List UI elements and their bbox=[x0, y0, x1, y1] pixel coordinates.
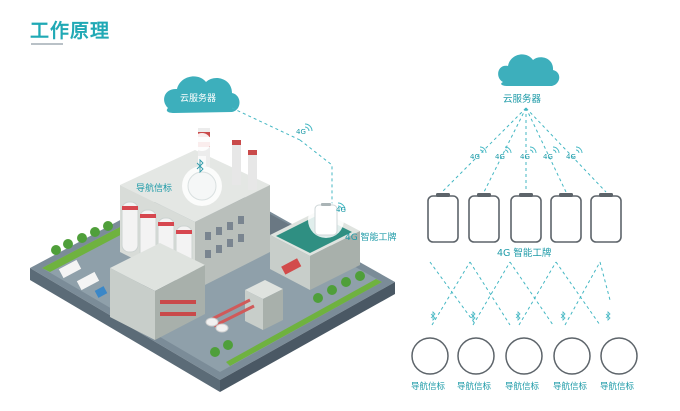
link-4g-label-1: 4G bbox=[470, 153, 480, 161]
left-dashed-link bbox=[231, 107, 333, 205]
link-4g-label-3: 4G bbox=[520, 153, 530, 161]
badges-row bbox=[427, 193, 622, 243]
left-badge-icon bbox=[308, 202, 344, 238]
uplink-lines bbox=[441, 107, 607, 193]
beacon-circle-icon bbox=[457, 337, 495, 375]
link-4g-label-5: 4G bbox=[566, 153, 576, 161]
left-bluetooth-icon bbox=[196, 158, 204, 174]
badge-signal-icon bbox=[337, 202, 346, 211]
beacon-label-1: 导航信标 bbox=[411, 381, 446, 392]
left-badge-label: 4G 智能工牌 bbox=[345, 231, 397, 243]
factory-scene bbox=[30, 128, 395, 392]
beacon-label-2: 导航信标 bbox=[457, 381, 492, 392]
left-cloud-label: 云服务器 bbox=[180, 92, 216, 104]
link-signal-icons bbox=[479, 146, 583, 154]
badge-device-icon bbox=[468, 193, 500, 243]
right-cloud-label: 云服务器 bbox=[503, 93, 542, 105]
right-cloud-icon bbox=[498, 54, 560, 86]
title-underline bbox=[31, 43, 63, 45]
beacon-circle-icon bbox=[553, 337, 591, 375]
badge-device-icon bbox=[550, 193, 582, 243]
beacon-label-5: 导航信标 bbox=[600, 381, 635, 392]
beacon-circle-icon bbox=[600, 337, 638, 375]
badge-device-icon bbox=[427, 193, 459, 243]
left-signal-icon bbox=[304, 123, 313, 132]
left-4g-label: 4G bbox=[296, 128, 306, 136]
page-title: 工作原理 bbox=[30, 20, 111, 42]
badge-device-icon bbox=[590, 193, 622, 243]
beacon-circle-icon bbox=[505, 337, 543, 375]
badge-4g-label: 4G bbox=[336, 206, 346, 214]
link-4g-label-2: 4G bbox=[495, 153, 505, 161]
beacon-circle-icon bbox=[411, 337, 449, 375]
badges-label: 4G 智能工牌 bbox=[497, 247, 552, 259]
beacon-label-3: 导航信标 bbox=[505, 381, 540, 392]
beacons-row bbox=[411, 337, 638, 375]
left-beacon-label: 导航信标 bbox=[136, 182, 172, 194]
badge-device-icon bbox=[510, 193, 542, 243]
beacon-label-4: 导航信标 bbox=[553, 381, 588, 392]
beacon-halo-icon bbox=[182, 133, 222, 206]
bluetooth-icons bbox=[430, 311, 611, 321]
left-cloud-icon bbox=[164, 76, 240, 113]
bluetooth-lines bbox=[429, 261, 611, 326]
link-4g-label-4: 4G bbox=[543, 153, 553, 161]
